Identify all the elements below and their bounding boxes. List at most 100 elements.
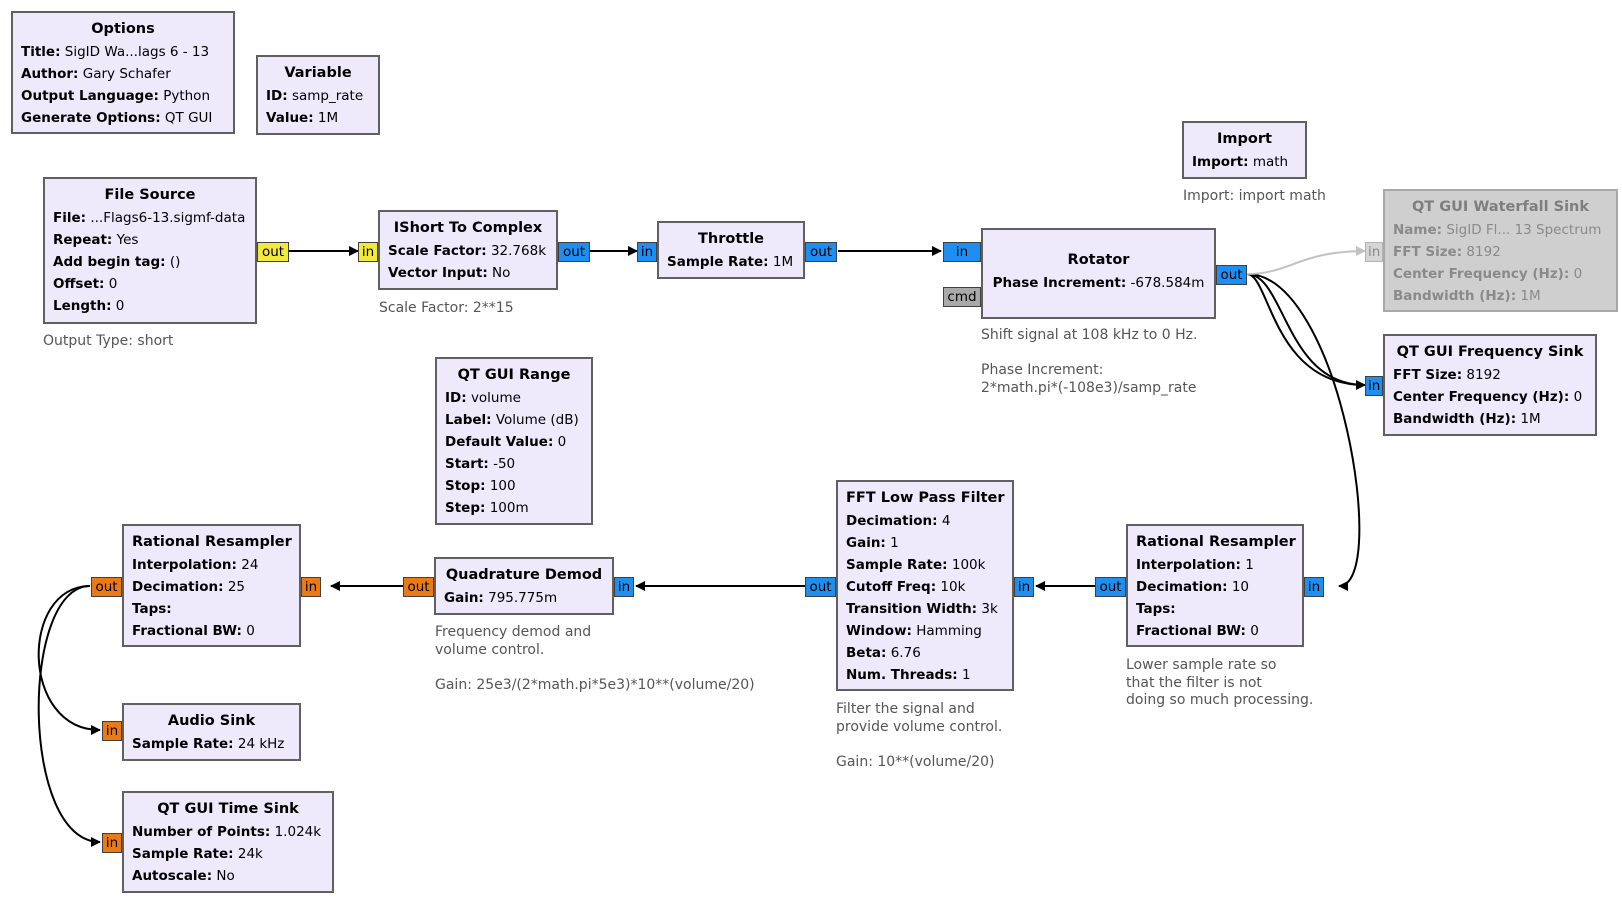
block-title: Variable bbox=[284, 65, 352, 81]
throttle-out-port[interactable]: out bbox=[805, 242, 837, 262]
import-block[interactable]: Import Import: math bbox=[1182, 121, 1307, 179]
param-row: Bandwidth (Hz): 1M bbox=[1393, 411, 1541, 427]
qt-gui-range-block[interactable]: QT GUI Range ID: volume Label: Volume (d… bbox=[435, 357, 593, 525]
fft-lpf-in-port[interactable]: in bbox=[1014, 577, 1034, 597]
block-title: QT GUI Waterfall Sink bbox=[1411, 199, 1590, 215]
ishort-out-port[interactable]: out bbox=[558, 242, 590, 262]
time-sink-in-port[interactable]: in bbox=[102, 833, 122, 853]
param-row: Step: 100m bbox=[445, 500, 529, 516]
resampler-left-out-port[interactable]: out bbox=[91, 577, 122, 597]
param-row: Import: math bbox=[1192, 154, 1289, 170]
file-source-block[interactable]: File Source File: ...Flags6-13.sigmf-dat… bbox=[43, 177, 257, 324]
fft-lpf-out-port[interactable]: out bbox=[805, 577, 836, 597]
waterfall-in-port[interactable]: in bbox=[1365, 242, 1383, 262]
block-title: IShort To Complex bbox=[393, 220, 543, 236]
param-row: Bandwidth (Hz): 1M bbox=[1393, 288, 1541, 304]
block-title: FFT Low Pass Filter bbox=[846, 490, 1005, 506]
import-note: Import: import math bbox=[1183, 188, 1326, 204]
waterfall-sink-block[interactable]: QT GUI Waterfall Sink Name: SigID Fl... … bbox=[1383, 189, 1618, 312]
param-row: File: ...Flags6-13.sigmf-data bbox=[53, 210, 246, 226]
options-block[interactable]: Options Title: SigID Wa...lags 6 - 13 Au… bbox=[11, 11, 235, 134]
rotator-out-port[interactable]: out bbox=[1216, 265, 1247, 285]
param-row: Author: Gary Schafer bbox=[21, 66, 171, 82]
param-row: Generate Options: QT GUI bbox=[21, 110, 213, 126]
param-row: Sample Rate: 1M bbox=[667, 254, 794, 270]
block-title: Rotator bbox=[1067, 252, 1130, 268]
param-row: Interpolation: 1 bbox=[1136, 557, 1254, 573]
param-row: Vector Input: No bbox=[388, 265, 511, 281]
param-row: Beta: 6.76 bbox=[846, 645, 921, 661]
param-row: FFT Size: 8192 bbox=[1393, 367, 1501, 383]
quadrature-demod-block[interactable]: Quadrature Demod Gain: 795.775m bbox=[434, 557, 614, 615]
param-row: Output Language: Python bbox=[21, 88, 210, 104]
param-row: ID: samp_rate bbox=[266, 88, 364, 104]
fft-lpf-note: Filter the signal and provide volume con… bbox=[836, 701, 1003, 770]
time-sink-block[interactable]: QT GUI Time Sink Number of Points: 1.024… bbox=[122, 791, 334, 893]
quad-demod-in-port[interactable]: in bbox=[614, 577, 634, 597]
frequency-sink-in-port[interactable]: in bbox=[1365, 376, 1383, 396]
block-title: Import bbox=[1217, 131, 1272, 147]
rational-resampler-right-block[interactable]: Rational Resampler Interpolation: 1 Deci… bbox=[1126, 524, 1304, 647]
param-row: Stop: 100 bbox=[445, 478, 516, 494]
block-title: File Source bbox=[104, 187, 196, 203]
block-title: Options bbox=[91, 21, 155, 37]
param-row: Length: 0 bbox=[53, 298, 125, 314]
block-title: Audio Sink bbox=[167, 713, 256, 729]
wire-resampler-timesink bbox=[37, 585, 101, 847]
param-row: Cutoff Freq: 10k bbox=[846, 579, 966, 595]
param-row: Decimation: 4 bbox=[846, 513, 951, 529]
param-row: Value: 1M bbox=[266, 110, 339, 126]
ishort-to-complex-block[interactable]: IShort To Complex Scale Factor: 32.768k … bbox=[378, 210, 558, 290]
frequency-sink-block[interactable]: QT GUI Frequency Sink FFT Size: 8192 Cen… bbox=[1383, 334, 1597, 436]
param-row: Add begin tag: () bbox=[53, 254, 181, 270]
resampler-right-in-port[interactable]: in bbox=[1304, 577, 1324, 597]
param-row: Taps: bbox=[1136, 601, 1176, 617]
rotator-cmd-port[interactable]: cmd bbox=[943, 287, 981, 307]
param-row: Number of Points: 1.024k bbox=[132, 824, 322, 840]
block-title: Quadrature Demod bbox=[445, 567, 603, 583]
block-title: QT GUI Time Sink bbox=[157, 801, 299, 817]
param-row: Sample Rate: 24k bbox=[132, 846, 263, 862]
block-title: QT GUI Range bbox=[457, 367, 571, 383]
rotator-block[interactable]: Rotator Phase Increment: -678.584m bbox=[981, 228, 1216, 319]
param-row: Sample Rate: 24 kHz bbox=[132, 736, 285, 752]
param-row: Autoscale: No bbox=[132, 868, 235, 884]
param-row: Window: Hamming bbox=[846, 623, 982, 639]
param-row: Name: SigID Fl... 13 Spectrum bbox=[1393, 222, 1602, 238]
throttle-block[interactable]: Throttle Sample Rate: 1M bbox=[657, 221, 805, 279]
wire-rotator-freqsink bbox=[1246, 273, 1366, 390]
fft-low-pass-filter-block[interactable]: FFT Low Pass Filter Decimation: 4 Gain: … bbox=[836, 480, 1014, 691]
file-source-out-port[interactable]: out bbox=[257, 242, 289, 262]
param-row: Default Value: 0 bbox=[445, 434, 567, 450]
block-title: Rational Resampler bbox=[132, 534, 292, 550]
wire-resampler-audiosink bbox=[37, 585, 101, 735]
param-row: Center Frequency (Hz): 0 bbox=[1393, 389, 1583, 405]
block-title: Throttle bbox=[698, 231, 764, 247]
param-row: Scale Factor: 32.768k bbox=[388, 243, 547, 259]
throttle-in-port[interactable]: in bbox=[637, 242, 657, 262]
quad-demod-out-port[interactable]: out bbox=[403, 577, 434, 597]
param-row: Decimation: 25 bbox=[132, 579, 246, 595]
audio-sink-block[interactable]: Audio Sink Sample Rate: 24 kHz bbox=[122, 703, 301, 761]
variable-block[interactable]: Variable ID: samp_rate Value: 1M bbox=[256, 55, 380, 135]
param-row: Interpolation: 24 bbox=[132, 557, 259, 573]
resampler-left-in-port[interactable]: in bbox=[301, 577, 321, 597]
resampler-right-note: Lower sample rate so that the filter is … bbox=[1126, 657, 1314, 708]
param-row: Num. Threads: 1 bbox=[846, 667, 971, 683]
param-row: Title: SigID Wa...lags 6 - 13 bbox=[21, 44, 210, 60]
param-row: Fractional BW: 0 bbox=[132, 623, 255, 639]
resampler-right-out-port[interactable]: out bbox=[1095, 577, 1126, 597]
wire-rotator-waterfall bbox=[1246, 246, 1366, 275]
rotator-in-port[interactable]: in bbox=[943, 242, 981, 262]
audio-sink-in-port[interactable]: in bbox=[102, 721, 122, 741]
rotator-note: Shift signal at 108 kHz to 0 Hz. Phase I… bbox=[981, 327, 1198, 396]
rational-resampler-left-block[interactable]: Rational Resampler Interpolation: 24 Dec… bbox=[122, 524, 301, 647]
param-row: Fractional BW: 0 bbox=[1136, 623, 1259, 639]
param-row: Offset: 0 bbox=[53, 276, 118, 292]
wire-rotator-freqsink-2 bbox=[1246, 273, 1366, 386]
param-row: Taps: bbox=[132, 601, 172, 617]
ishort-in-port[interactable]: in bbox=[358, 242, 378, 262]
param-row: FFT Size: 8192 bbox=[1393, 244, 1501, 260]
param-row: Sample Rate: 100k bbox=[846, 557, 986, 573]
